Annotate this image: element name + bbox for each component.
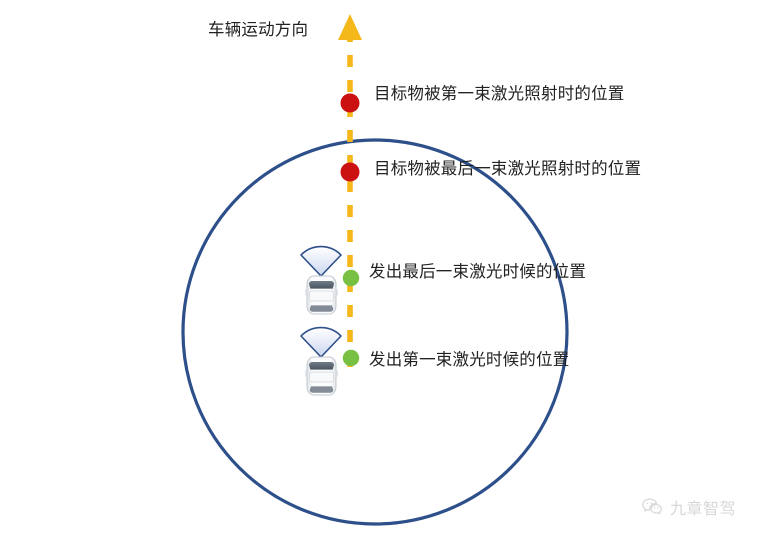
motion-direction-heading: 车辆运动方向 — [208, 21, 309, 39]
marker-emit-first-position — [342, 349, 360, 367]
label-emit-last-beam-position: 发出最后一束激光时候的位置 — [369, 263, 587, 281]
label-target-last-beam-position: 目标物被最后一束激光照射时的位置 — [374, 160, 642, 178]
wechat-icon — [642, 498, 662, 515]
watermark: 九章智驾 — [641, 495, 736, 519]
car-icon-first — [305, 356, 338, 396]
target-sweep-circle — [181, 138, 569, 526]
motion-direction-arrowhead — [338, 14, 362, 40]
marker-target-last-position — [340, 162, 360, 182]
label-target-first-beam-position: 目标物被第一束激光照射时的位置 — [374, 85, 625, 103]
lidar-fan-first — [300, 326, 342, 358]
marker-target-first-position — [340, 93, 360, 113]
vehicle-last-beam — [300, 245, 342, 315]
lidar-fan-last — [300, 245, 342, 277]
vehicle-first-beam — [300, 326, 342, 396]
marker-emit-last-position — [342, 269, 360, 287]
car-icon-last — [305, 275, 338, 315]
label-emit-first-beam-position: 发出第一束激光时候的位置 — [369, 351, 570, 369]
watermark-text: 九章智驾 — [670, 501, 737, 518]
